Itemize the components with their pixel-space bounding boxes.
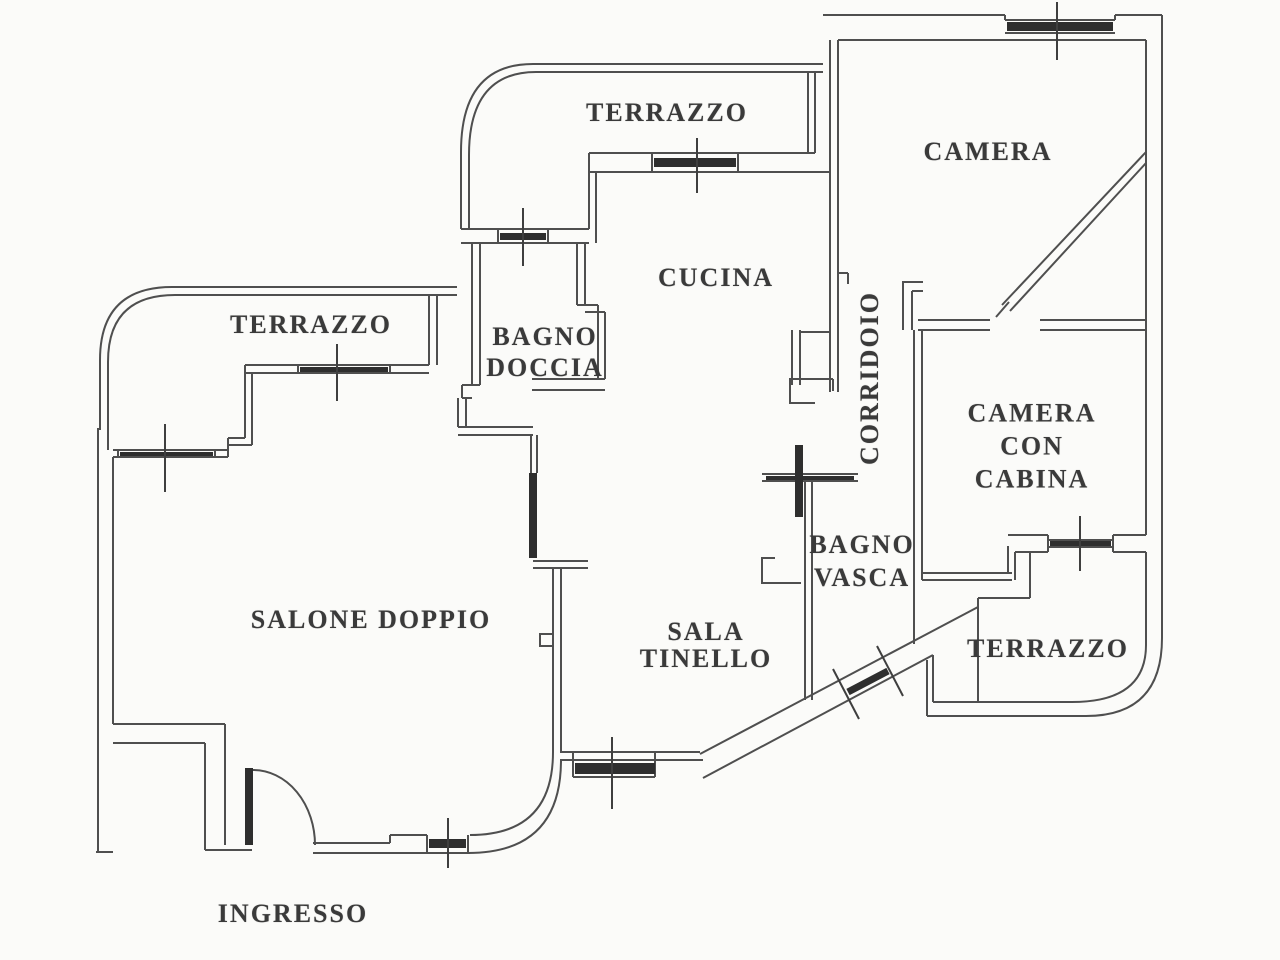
room-label-bagno-doccia: BAGNO DOCCIA (486, 322, 604, 382)
terrace-parapets (99, 15, 1163, 717)
window-salone-left (117, 424, 216, 492)
window-camera-top (1004, 2, 1116, 60)
room-label-terrazzo-left: TERRAZZO (230, 310, 392, 339)
window-salone-terrace (297, 344, 391, 401)
room-label-camera: CAMERA (923, 137, 1053, 166)
room-label-ingresso: INGRESSO (217, 899, 369, 928)
interior-walls (113, 40, 1146, 851)
room-label-terrazzo-top: TERRAZZO (586, 98, 748, 127)
room-label-cucina: CUCINA (658, 263, 774, 292)
window-cucina-terrace (651, 138, 739, 193)
doors (245, 473, 537, 846)
window-sala-tinello (572, 737, 656, 809)
window-diagonal-passage (832, 645, 904, 720)
window-salone-bottom (426, 818, 469, 868)
room-label-sala-tinello: SALA TINELLO (639, 617, 773, 673)
entrance-door (245, 768, 316, 846)
room-label-salone-doppio: SALONE DOPPIO (250, 605, 492, 634)
door-arc-entrance (252, 769, 316, 846)
window-bagno-vasca (766, 445, 854, 517)
door-leaf-entrance (245, 768, 253, 845)
window-bagno-doccia-terrace (497, 208, 549, 266)
door-leaf-salone (529, 473, 537, 558)
room-label-bagno-vasca: BAGNO VASCA (809, 530, 915, 592)
windows (117, 2, 1116, 868)
room-label-corridoio: CORRIDOIO (855, 290, 884, 466)
window-camera-con-cabina (1047, 516, 1114, 571)
door-leaf-bagno-vasca (795, 445, 803, 517)
exterior-walls (96, 14, 1162, 854)
room-label-terrazzo-bottom-right: TERRAZZO (967, 634, 1129, 663)
room-label-camera-con-cabina: CAMERA CON CABINA (967, 398, 1097, 494)
